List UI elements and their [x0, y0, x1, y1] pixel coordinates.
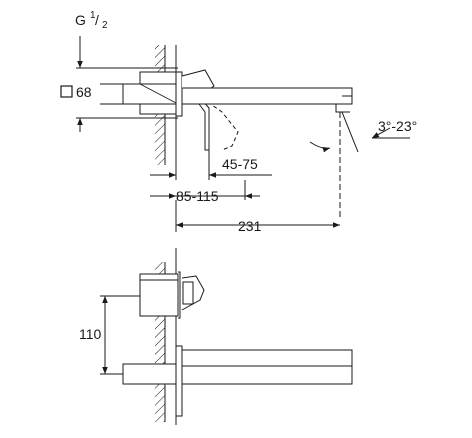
square-dim	[100, 83, 123, 105]
thread-fraction-num: 1	[90, 10, 96, 21]
side-view	[76, 36, 410, 232]
spout-length-label: 231	[238, 218, 262, 234]
height-dim	[100, 295, 140, 375]
height-label: 110	[79, 326, 102, 342]
square-symbol-icon	[60, 85, 73, 98]
valve-body	[113, 67, 179, 119]
spout	[181, 87, 353, 113]
svg-text:/: /	[95, 12, 99, 28]
wall-depth-label: 45-75	[222, 156, 258, 172]
thread-fraction-den: 2	[102, 20, 108, 31]
thread-letter: G	[75, 12, 86, 28]
square-size-label: 68	[60, 84, 92, 100]
handle-lever	[181, 69, 239, 151]
thread-label: G 1 / 2	[75, 10, 108, 31]
wall-plate	[175, 71, 183, 117]
thread-leader	[76, 36, 113, 132]
front-handle	[139, 271, 205, 319]
front-view	[100, 248, 353, 425]
spout-length-dim	[175, 200, 340, 232]
installation-depth-dim	[150, 180, 260, 200]
swivel-angle-marker	[309, 111, 410, 220]
swivel-angle-label: 3°-23°	[378, 118, 417, 134]
square-size-text: 68	[76, 84, 92, 100]
installation-depth-label: 85-115	[176, 188, 219, 204]
wall-depth-dim	[150, 118, 272, 180]
